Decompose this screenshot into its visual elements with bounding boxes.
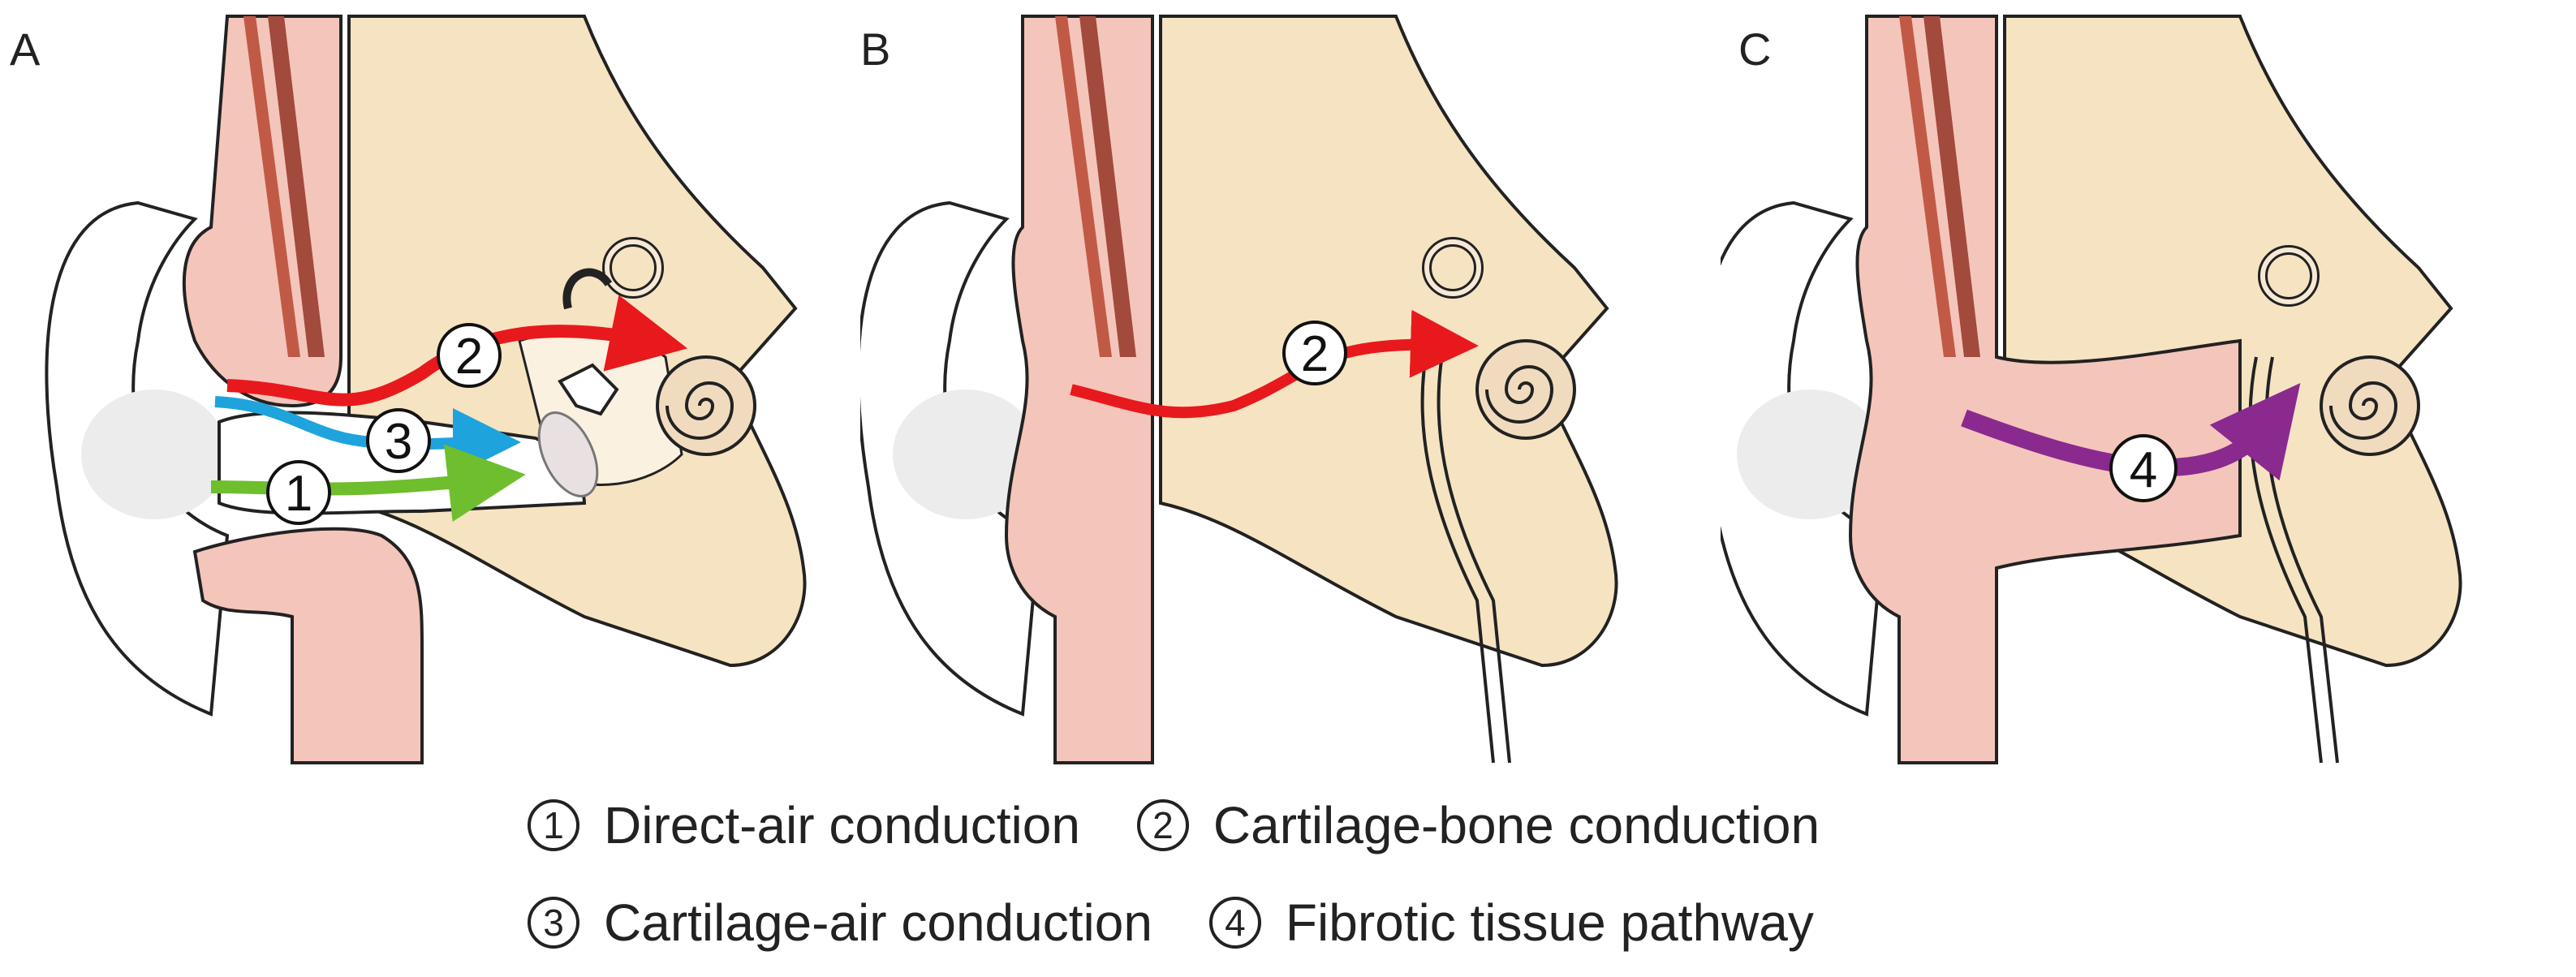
cochlea <box>1475 339 1576 440</box>
ossicles <box>558 363 619 416</box>
legend-item-fibrotic: 4 Fibrotic tissue pathway <box>1208 893 1814 953</box>
marker-2: 2 <box>1282 321 1347 385</box>
marker-text: 1 <box>285 466 312 522</box>
marker-4: 4 <box>2109 434 2178 502</box>
concha-shadow <box>81 390 227 519</box>
panel-letter: C <box>1738 24 1772 75</box>
marker-text: 4 <box>2130 442 2157 498</box>
marker-text: 3 <box>385 414 412 470</box>
panel-letter: B <box>860 24 891 75</box>
legend-row: 1 Direct-air conduction 2 Cartilage-bone… <box>528 795 1876 855</box>
legend-item-direct-air: 1 Direct-air conduction <box>528 795 1080 855</box>
muscle-stripe <box>1923 16 1980 357</box>
ear-diagram-normal: 2 3 1 <box>45 15 807 764</box>
semicircular-canal <box>562 268 613 310</box>
arrow-fibrotic <box>1961 383 2301 481</box>
marker-2: 2 <box>437 323 502 388</box>
muscle-stripe <box>243 16 300 357</box>
legend-label: Cartilage-air conduction <box>604 893 1152 952</box>
lower-soft-tissue <box>192 527 424 764</box>
cochlea <box>2320 355 2420 456</box>
marker-text: 2 <box>455 329 483 385</box>
legend-symbol: 4 <box>1208 897 1261 949</box>
muscle-stripe <box>268 16 325 357</box>
cochlea <box>656 355 756 456</box>
marker-3: 3 <box>366 408 431 473</box>
legend-symbol: 1 <box>528 799 579 851</box>
semicircular-canal <box>2260 247 2317 304</box>
panel-b: B 2 <box>860 0 1704 779</box>
ear-diagram-fibrotic: 4 <box>1721 15 2462 764</box>
legend-symbol: 3 <box>528 897 579 949</box>
cochlea-spiral <box>666 381 734 440</box>
panel-a: A <box>0 0 844 779</box>
legend-label: Cartilage-bone conduction <box>1213 796 1820 854</box>
semicircular-canal <box>1424 239 1481 296</box>
muscle-stripe <box>1079 16 1136 357</box>
cochlea-spiral <box>2329 381 2398 440</box>
arrow-cartilage-bone <box>1070 309 1479 419</box>
legend-row: 3 Cartilage-air conduction 4 Fibrotic ti… <box>528 893 1871 953</box>
panel-c: C 4 <box>1721 0 2565 779</box>
eardrum <box>537 411 599 497</box>
legend-item-cartilage-bone: 2 Cartilage-bone conduction <box>1136 795 1820 855</box>
cochlea-spiral <box>1485 365 1554 424</box>
muscle-stripe <box>1055 16 1112 357</box>
legend-symbol: 2 <box>1136 799 1189 851</box>
semicircular-canal <box>605 239 661 296</box>
concha-shadow <box>1737 390 1883 519</box>
marker-1: 1 <box>266 460 331 525</box>
legend-label: Direct-air conduction <box>604 796 1080 854</box>
panel-letter: A <box>10 24 41 75</box>
concha-shadow <box>893 390 1039 519</box>
muscle-stripe <box>1899 16 1956 357</box>
legend-item-cartilage-air: 3 Cartilage-air conduction <box>528 893 1152 953</box>
ear-diagram-atresia: 2 <box>860 15 1618 764</box>
arrow-cartilage-bone <box>226 295 688 407</box>
marker-text: 2 <box>1301 326 1329 382</box>
legend-label: Fibrotic tissue pathway <box>1285 893 1814 952</box>
